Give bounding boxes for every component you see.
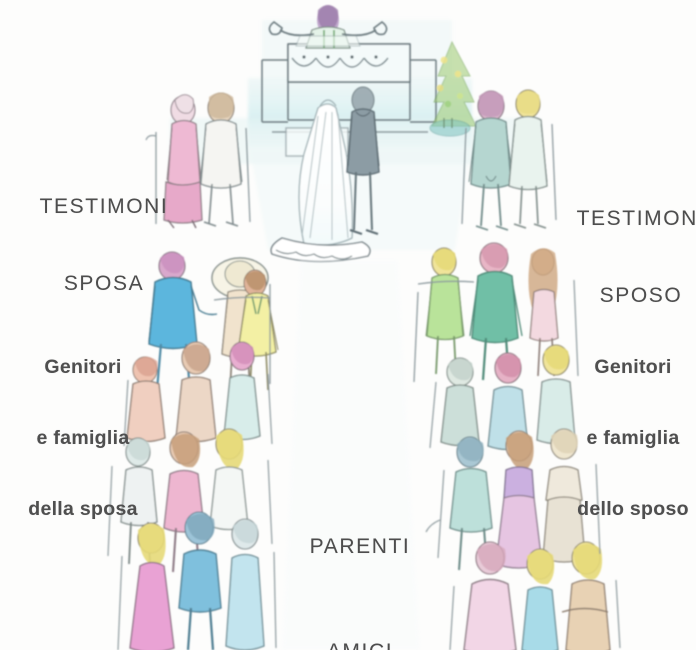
witnesses-groom-group <box>461 89 557 231</box>
label-witnesses-groom: TESTIMONI SPOSO <box>548 155 696 360</box>
center-aisle <box>282 260 420 650</box>
label-family-bride-line3: della sposa <box>28 498 138 521</box>
family-groom-group <box>413 242 579 451</box>
officiant-priest <box>268 5 388 49</box>
bride-figure <box>270 99 371 263</box>
label-witnesses-bride: TESTIMONI SPOSA <box>6 143 202 348</box>
label-witnesses-groom-line2: SPOSO <box>599 284 683 308</box>
label-witnesses-bride-line2: SPOSA <box>63 272 145 296</box>
label-family-bride: Genitori e famiglia della sposa <box>8 308 158 570</box>
label-witnesses-bride-line1: TESTIMONI <box>39 195 169 219</box>
label-family-groom-line3: dello sposo <box>577 498 689 521</box>
witnesses-bride-group <box>145 92 251 229</box>
relatives-right-group <box>425 428 621 650</box>
label-family-bride-line1: Genitori <box>44 355 122 378</box>
label-family-bride-line2: e famiglia <box>36 426 130 449</box>
label-relatives-line1: PARENTI <box>309 535 411 559</box>
label-friends: AMICI <box>262 588 458 650</box>
label-friends-line1: AMICI <box>262 639 458 650</box>
label-relatives: PARENTI <box>262 483 458 611</box>
floral-tree-decoration <box>429 40 477 137</box>
groom-figure <box>346 86 380 235</box>
label-family-groom: Genitori e famiglia dello sposo <box>560 308 696 570</box>
label-witnesses-groom-line1: TESTIMONI <box>576 207 696 231</box>
label-family-groom-line1: Genitori <box>594 355 672 378</box>
relatives-left-group <box>107 428 277 650</box>
family-bride-group <box>123 251 279 447</box>
label-family-groom-line2: e famiglia <box>586 426 680 449</box>
